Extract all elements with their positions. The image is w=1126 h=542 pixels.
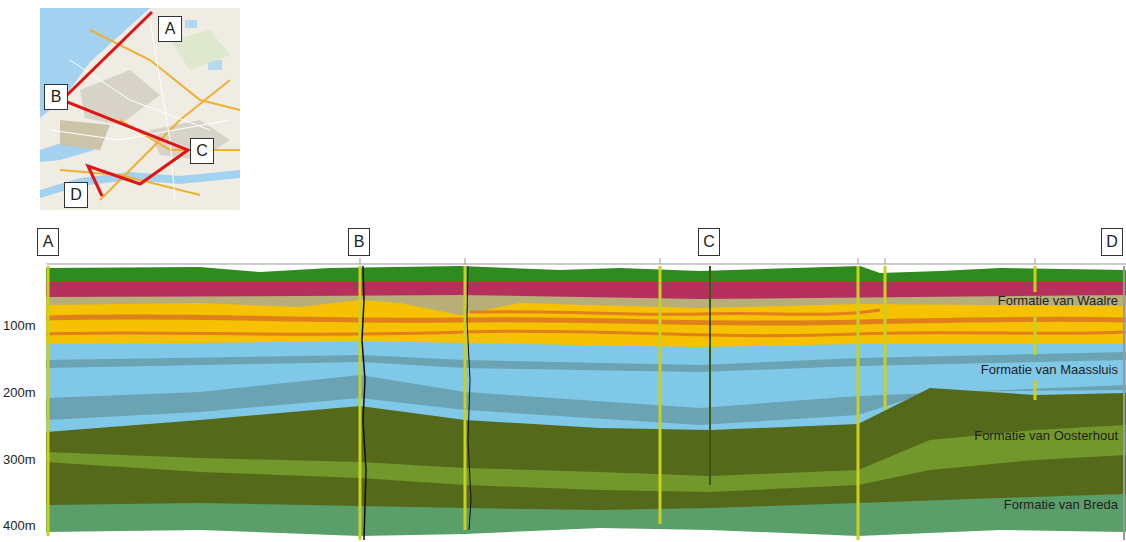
section-point-box: A: [37, 228, 59, 256]
section-point-box: D: [1101, 228, 1123, 256]
map-inset: [40, 8, 240, 210]
section-point-box: B: [348, 228, 370, 256]
depth-label: 200m: [3, 385, 36, 400]
point-letter: D: [1106, 233, 1118, 251]
depth-label: 400m: [3, 518, 36, 533]
point-letter: B: [51, 88, 62, 106]
map-point-box: A: [158, 16, 182, 42]
depth-label: 300m: [3, 452, 36, 467]
formation-label: Formatie van Maassluis: [981, 362, 1118, 377]
formation-label: Formatie van Waalre: [998, 293, 1118, 308]
map-point-box: C: [190, 138, 214, 164]
map-point-box: D: [64, 182, 88, 208]
point-letter: C: [703, 233, 715, 251]
point-letter: A: [43, 233, 54, 251]
point-letter: D: [70, 186, 82, 204]
map-point-box: B: [44, 84, 68, 110]
point-letter: B: [354, 233, 365, 251]
depth-label: 100m: [3, 318, 36, 333]
formation-label: Formatie van Breda: [1004, 497, 1118, 512]
formation-label: Formatie van Oosterhout: [974, 428, 1118, 443]
boreholes: [46, 258, 1126, 540]
point-letter: A: [165, 20, 176, 38]
point-letter: C: [196, 142, 208, 160]
section-point-box: C: [698, 228, 720, 256]
geological-section: [46, 266, 1126, 542]
